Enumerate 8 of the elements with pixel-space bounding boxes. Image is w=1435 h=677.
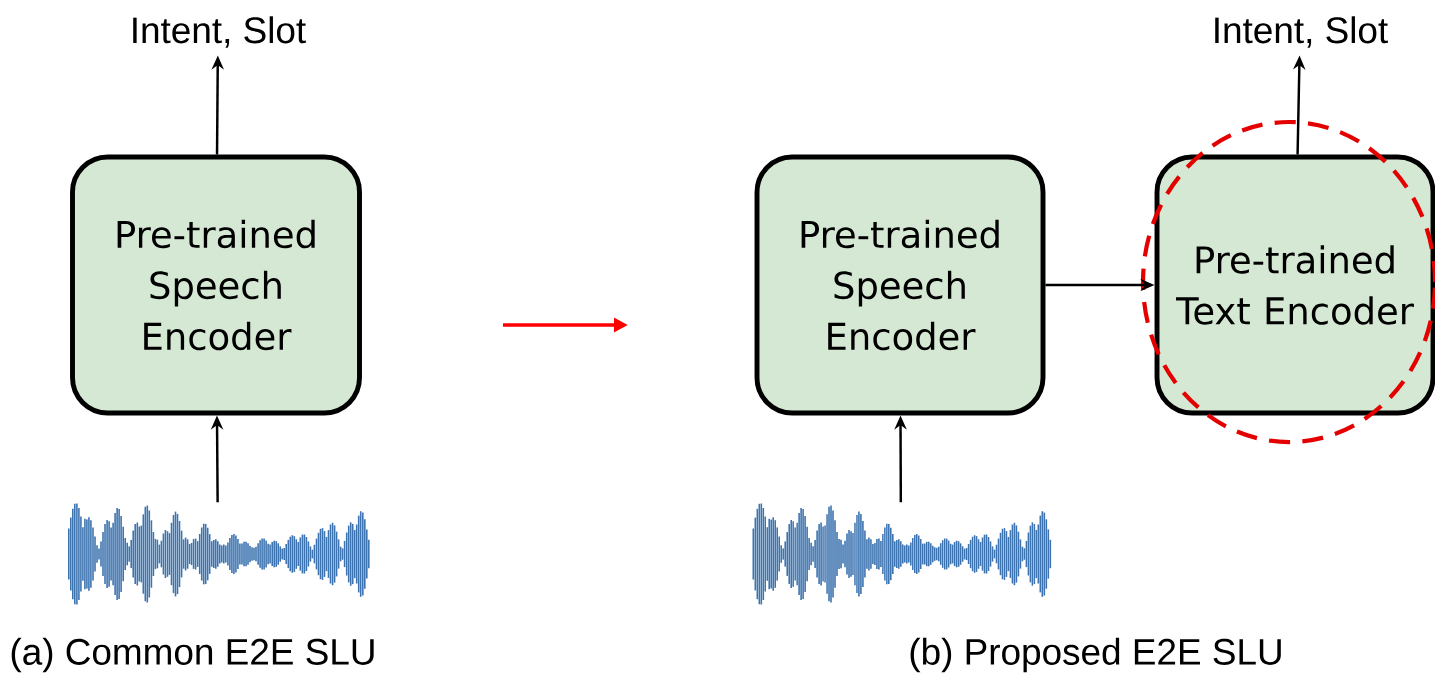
encoder-box: Pre-trained Speech Encoder xyxy=(754,154,1046,416)
output-text: Intent, Slot xyxy=(133,16,306,48)
caption: (b) Proposed E2E SLU xyxy=(910,637,1281,673)
waveform-drawing xyxy=(752,503,1052,605)
encoder-box: Pre-trained Speech Encoder xyxy=(70,154,362,416)
waveform-drawing xyxy=(68,503,370,605)
output-text: Intent, Slot xyxy=(1215,16,1388,48)
encoder-box: Pre-trained Text Encoder xyxy=(1154,154,1435,416)
